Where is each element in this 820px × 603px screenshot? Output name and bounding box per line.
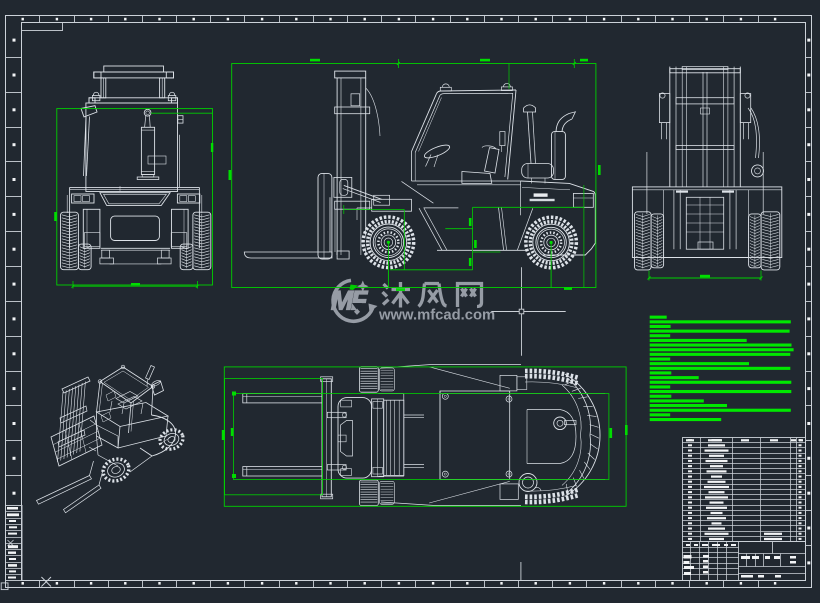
svg-text:MF: MF — [331, 286, 368, 316]
svg-text:www.mfcad.com: www.mfcad.com — [378, 308, 495, 324]
